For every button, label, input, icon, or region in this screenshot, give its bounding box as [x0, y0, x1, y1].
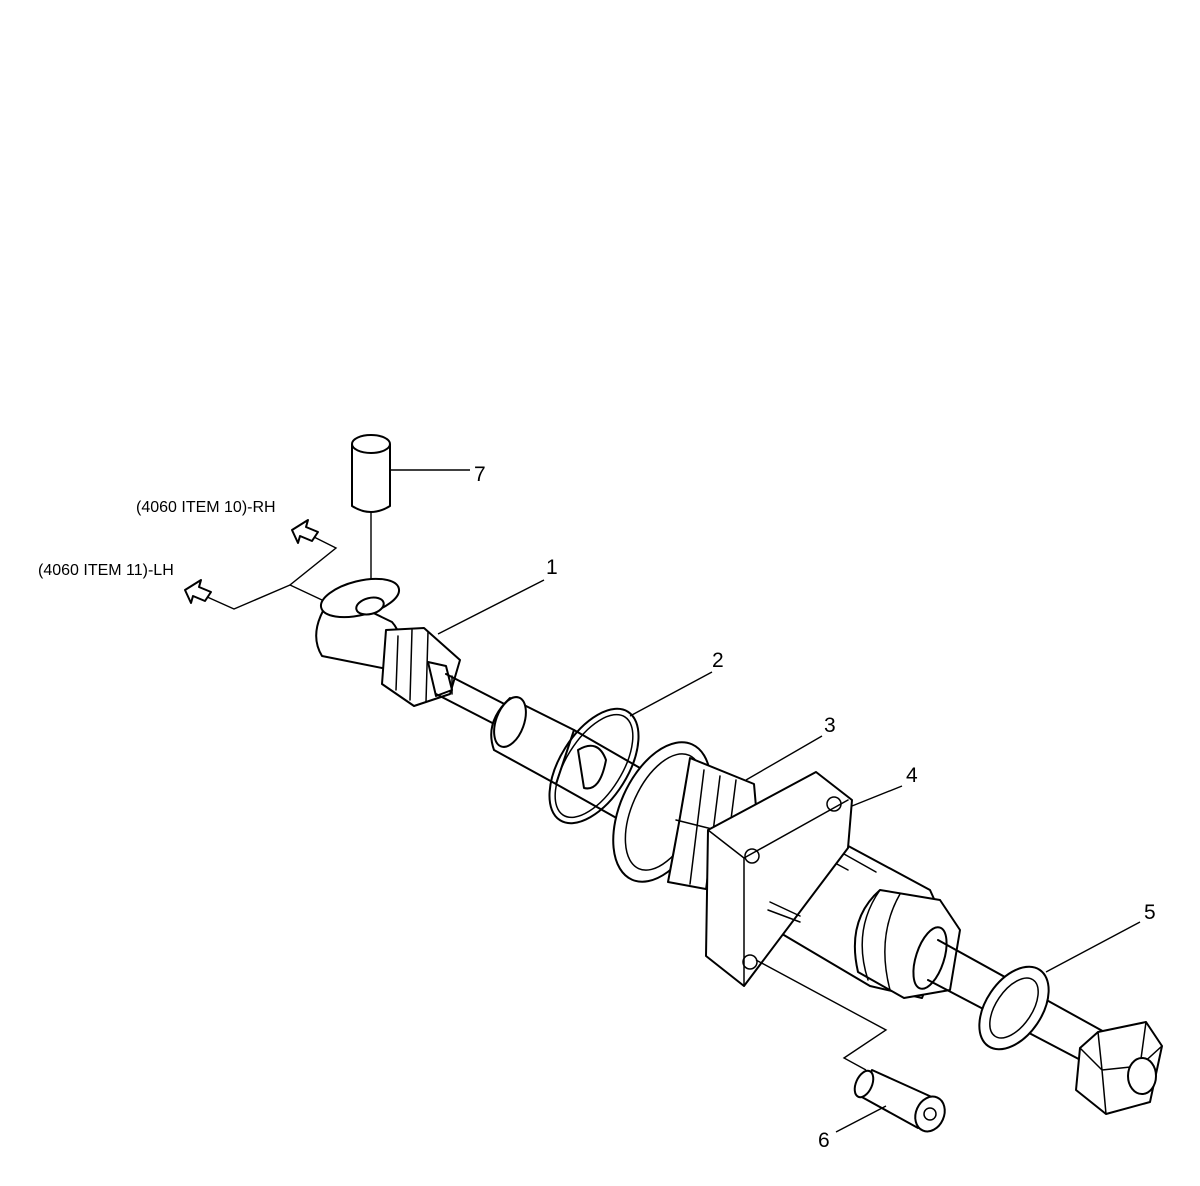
callout-6: 6: [818, 1129, 830, 1152]
part-6-screw: [755, 959, 946, 1133]
callout-7: 7: [474, 463, 486, 486]
callout-4: 4: [906, 764, 918, 787]
part-7-pin: [351, 434, 391, 600]
callout-5: 5: [1144, 901, 1156, 924]
piston-rod: [490, 696, 641, 821]
lh-arrow-icon: [184, 579, 212, 604]
reference-leader: [184, 519, 338, 610]
part-4-flange-housing: [705, 771, 961, 999]
callout-leaders: [390, 469, 1141, 1133]
rh-arrow-icon: [291, 519, 319, 544]
part-5-washer: [978, 965, 1050, 1051]
callout-3: 3: [824, 714, 836, 737]
reference-lh-label: (4060 ITEM 11)-LH: [38, 562, 174, 579]
reference-rh-label: (4060 ITEM 10)-RH: [136, 499, 276, 516]
callout-1: 1: [546, 556, 558, 579]
hex-nut: [1075, 1021, 1163, 1115]
part-2-o-ring: [548, 707, 640, 825]
part-1-rod-end: [315, 577, 521, 731]
callout-2: 2: [712, 649, 724, 672]
